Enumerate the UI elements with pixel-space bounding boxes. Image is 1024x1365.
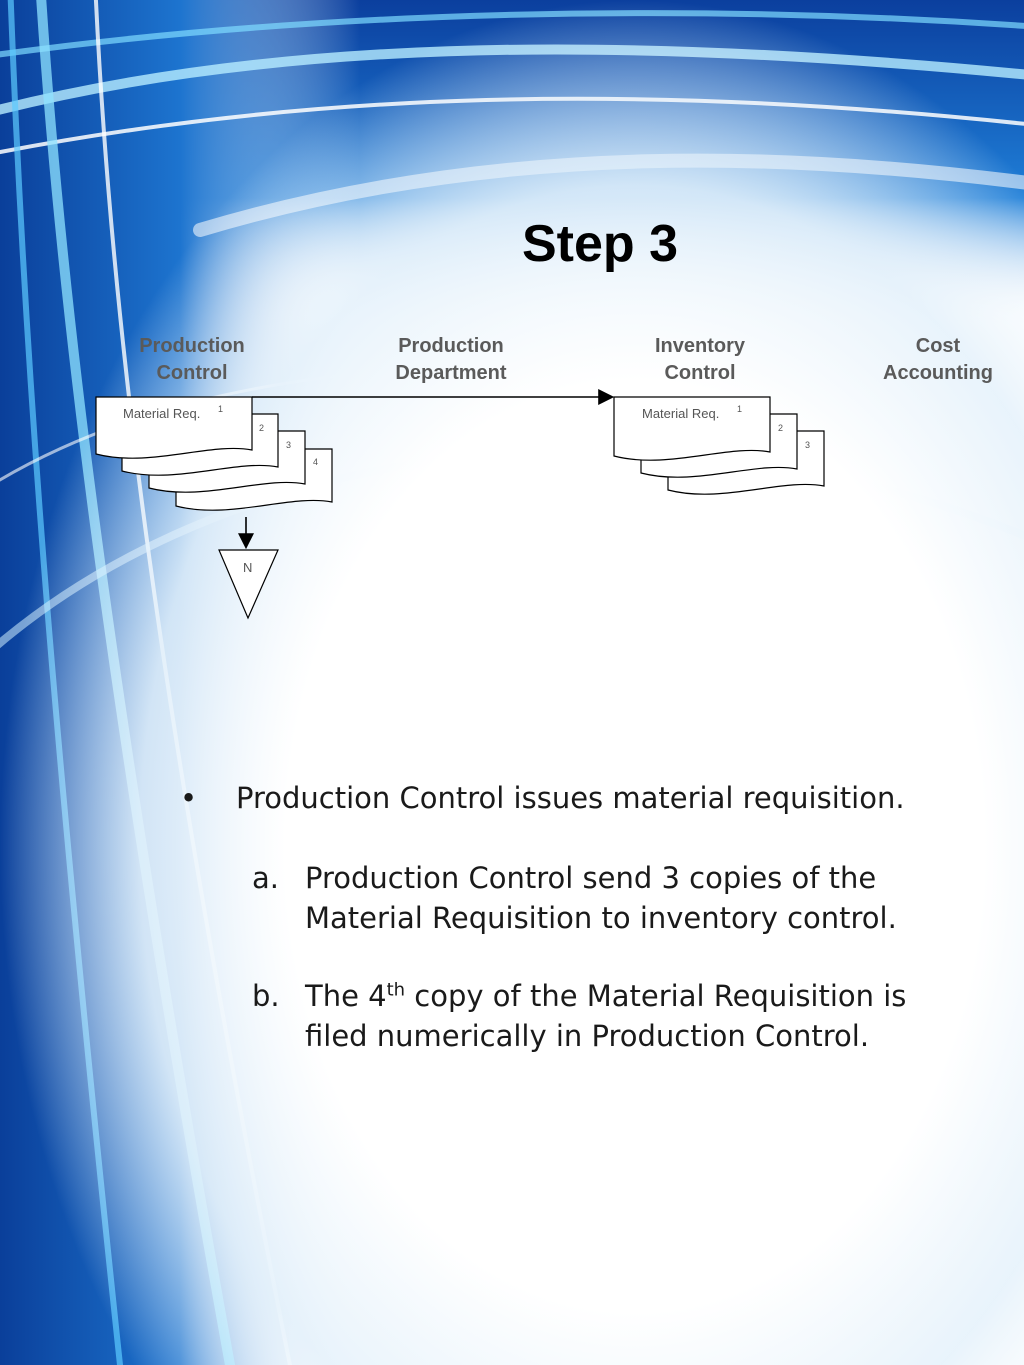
column-header-line: Accounting — [883, 362, 993, 384]
slide-title-text: Step 3 — [521, 215, 679, 273]
bullet-text: Production Control issues material requi… — [236, 781, 905, 815]
column-header-line: Control — [156, 362, 228, 384]
doc-label-right: Material Req. — [642, 406, 719, 421]
numeric-file-symbol — [218, 549, 279, 620]
copy-number-right-2: 2 — [778, 423, 783, 433]
bullet-marker: • — [180, 781, 198, 815]
column-header-line: Production — [398, 335, 504, 357]
column-header-cost-accounting: Cost Accounting — [838, 333, 1024, 387]
ordinal-suffix: th — [386, 979, 406, 1001]
column-header-production-control: Production Control — [92, 333, 292, 387]
slide-title: Step 3 — [380, 214, 820, 274]
flowchart: Material Req. 1 2 3 4 N Material Req. 1 … — [95, 389, 825, 620]
bullet-text-line: filed numerically in Production Control. — [305, 1019, 870, 1053]
copy-number-right-1: 1 — [737, 404, 742, 414]
bullet-text-line: Production Control send 3 copies of the — [305, 861, 877, 895]
material-req-stack-left — [95, 396, 333, 511]
column-header-line: Inventory — [654, 335, 746, 357]
bullet-text-line: Material Requisition to inventory contro… — [305, 901, 897, 935]
bullet-text-post: copy of the Material Requisition is — [405, 979, 907, 1013]
column-header-line: Control — [664, 362, 736, 384]
bullet-text-pre: The 4 — [305, 979, 387, 1013]
bullet-marker: a. — [252, 861, 279, 895]
copy-number-left-1: 1 — [218, 404, 223, 414]
copy-number-left-2: 2 — [259, 423, 264, 433]
material-req-stack-right — [613, 396, 825, 495]
copy-number-right-3: 3 — [805, 440, 810, 450]
column-header-line: Production — [139, 335, 245, 357]
doc-label-left: Material Req. — [123, 406, 200, 421]
bullet-item-b: b. The 4th copy of the Material Requisit… — [180, 976, 1000, 1056]
column-header-line: Department — [395, 362, 507, 384]
copy-number-left-3: 3 — [286, 440, 291, 450]
bullet-item-a: a. Production Control send 3 copies of t… — [180, 858, 1000, 938]
bullet-item-main: • Production Control issues material req… — [180, 776, 1000, 820]
column-header-inventory-control: Inventory Control — [600, 333, 800, 387]
document-copy-1 — [95, 396, 253, 459]
file-marker-label: N — [243, 560, 252, 575]
bullet-list: • Production Control issues material req… — [180, 776, 1000, 1056]
document-copy-1 — [613, 396, 771, 461]
bullet-marker: b. — [252, 979, 280, 1013]
column-header-production-department: Production Department — [351, 333, 551, 387]
copy-number-left-4: 4 — [313, 457, 318, 467]
column-header-line: Cost — [915, 335, 961, 357]
